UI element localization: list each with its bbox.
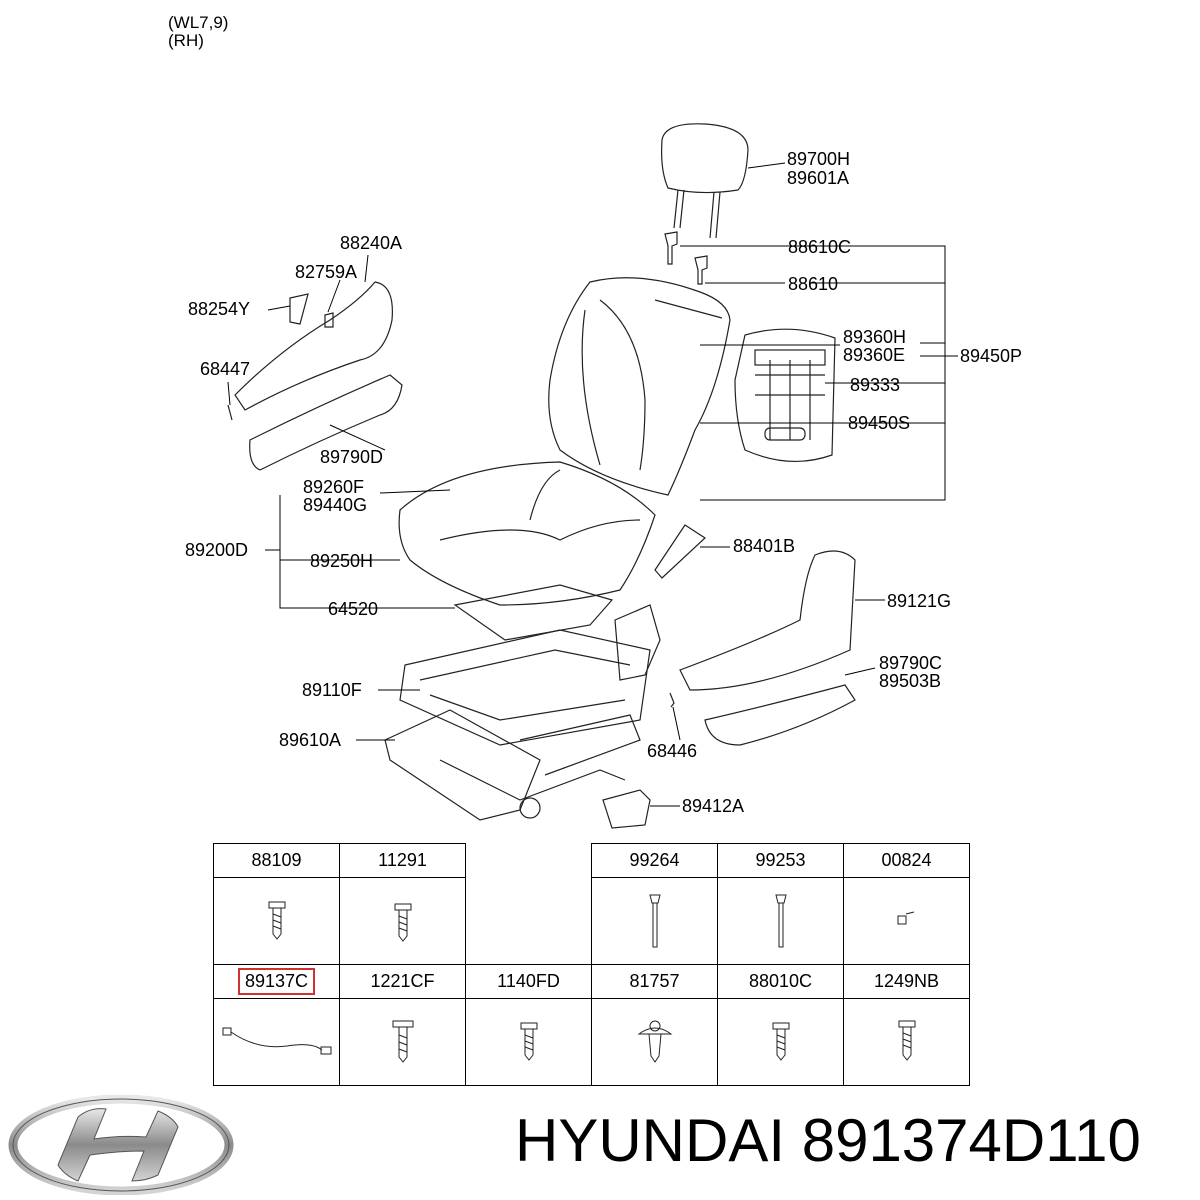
- callout-label: 89790C: [879, 653, 943, 673]
- callout-label: 89360E: [843, 345, 906, 365]
- callout-label: 89610A: [279, 730, 342, 750]
- brand-part-title: HYUNDAI 891374D110: [515, 1108, 1141, 1174]
- callout-label: 89700H: [787, 149, 851, 169]
- part-number: 891374D110: [801, 1107, 1141, 1174]
- bolt-icon: [520, 1022, 537, 1061]
- bolt-cell: [465, 998, 592, 1086]
- parts-table: 88109 11291 99264 99253 00824 89137C 122…: [213, 843, 970, 1086]
- bracket-icon: [602, 789, 651, 829]
- callout-label: 64520: [328, 599, 379, 619]
- callout-label: 89260F: [303, 477, 365, 497]
- callout-label: 88254Y: [188, 299, 251, 319]
- rivet-icon: [774, 894, 787, 947]
- back-board-icon: [734, 328, 836, 462]
- part-code: 1221CF: [339, 964, 466, 999]
- highlighted-part: 89137C: [237, 968, 316, 995]
- bolt-icon: [394, 903, 411, 942]
- bolt-cell: [213, 877, 340, 965]
- bolt-icon: [898, 1020, 915, 1061]
- seat-back-icon: [548, 277, 731, 496]
- bolt-icon: [772, 1022, 789, 1061]
- callout-label: 89121G: [887, 591, 952, 611]
- callout-label: 88401B: [733, 536, 796, 556]
- guide-icon: [664, 231, 678, 265]
- callout-label: 88610: [788, 274, 839, 294]
- seat-frame-icon: [399, 604, 661, 746]
- part-code: 88109: [213, 843, 340, 878]
- callout-label: 89440G: [303, 495, 368, 515]
- hyundai-logo-icon: [8, 1095, 234, 1195]
- bolt-cell: [339, 877, 466, 965]
- bolt-cell: [717, 998, 844, 1086]
- bolt-cell: [339, 998, 466, 1086]
- side-code: (RH): [168, 31, 204, 50]
- push-clip-cell: [591, 998, 718, 1086]
- side-cover-right-icon: [704, 684, 856, 746]
- callout-label: 89250H: [310, 551, 374, 571]
- part-code: 11291: [339, 843, 466, 878]
- headrest-icon: [661, 123, 749, 239]
- callout-label: 89110F: [302, 680, 362, 700]
- bolt-cell: [843, 998, 970, 1086]
- callout-label: 68446: [647, 741, 698, 761]
- cable-cell: [213, 998, 340, 1086]
- rivet-icon: [648, 894, 661, 947]
- seat-cushion-icon: [398, 461, 656, 606]
- callout-label: 89200D: [185, 540, 249, 560]
- seat-exploded-diagram: [227, 123, 958, 829]
- empty-cell: [466, 878, 592, 965]
- seat-rail-icon: [384, 709, 641, 821]
- bolt-icon: [392, 1020, 413, 1063]
- side-shield-right-icon: [679, 550, 856, 691]
- clip-icon: [897, 911, 914, 924]
- guide-icon: [694, 255, 708, 285]
- part-code: 1140FD: [465, 964, 592, 999]
- callout-label: 89790D: [320, 447, 384, 467]
- rivet-cell: [591, 877, 718, 965]
- model-code: (WL7,9): [168, 13, 229, 32]
- callout-label: 89450P: [960, 346, 1023, 366]
- callout-label: 82759A: [295, 262, 358, 282]
- callout-label: 88610C: [788, 237, 852, 257]
- push-clip-icon: [636, 1020, 673, 1063]
- callout-label: 88240A: [340, 233, 403, 253]
- callout-label: 89450S: [848, 413, 911, 433]
- callout-label: 89601A: [787, 168, 850, 188]
- cushion-pad-icon: [453, 584, 614, 641]
- callout-label: 89503B: [879, 671, 942, 691]
- part-code: 1249NB: [843, 964, 970, 999]
- callout-label: 89412A: [682, 796, 745, 816]
- rivet-cell: [717, 877, 844, 965]
- callout-label: 89360H: [843, 327, 907, 347]
- clip-icon: [669, 692, 675, 708]
- clip-cell: [843, 877, 970, 965]
- brand-name: HYUNDAI: [515, 1107, 786, 1174]
- side-shield-left-icon: [227, 281, 403, 471]
- part-code: 81757: [591, 964, 718, 999]
- sensor-cable-icon: [222, 1027, 331, 1054]
- part-code-highlighted: 89137C: [213, 964, 340, 999]
- callout-label: 89333: [850, 375, 901, 395]
- empty-cell: [466, 844, 592, 878]
- part-code: 88010C: [717, 964, 844, 999]
- trim-strip-icon: [654, 524, 706, 579]
- part-code: 99253: [717, 843, 844, 878]
- part-code: 00824: [843, 843, 970, 878]
- bolt-icon: [268, 901, 285, 940]
- part-code: 99264: [591, 843, 718, 878]
- callout-label: 68447: [200, 359, 251, 379]
